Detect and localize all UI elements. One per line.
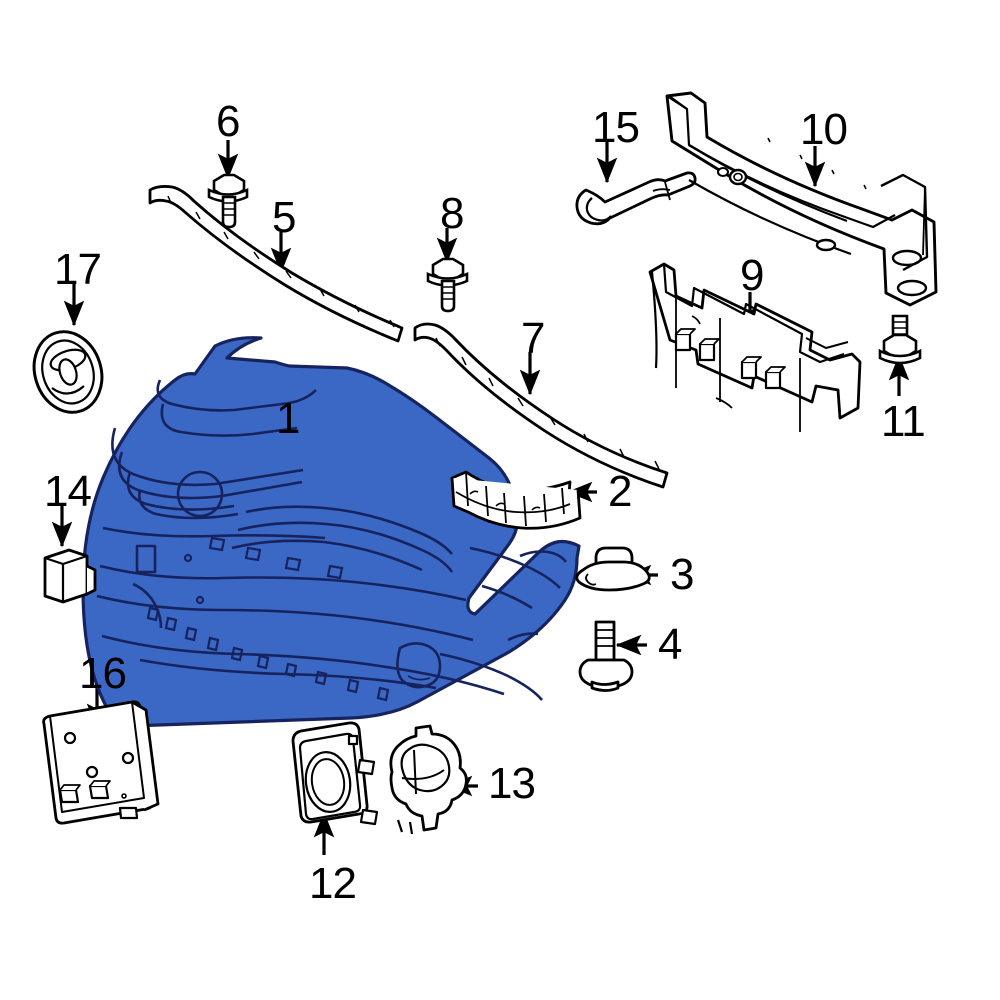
part-1-front-bumper-cover — [81, 336, 581, 728]
part-10-bumper-reinforcement — [665, 91, 938, 307]
callout-label-1: 1 — [276, 394, 301, 443]
part-13-fog-light-retainer — [389, 724, 468, 835]
callout-label-10: 10 — [800, 105, 848, 154]
part-15-tow-hook-eyelet — [575, 171, 697, 226]
callout-label-2: 2 — [608, 467, 633, 516]
callout-label-15: 15 — [592, 103, 640, 152]
callout-label-16: 16 — [79, 649, 127, 698]
part-14-tow-hook-cap — [43, 548, 97, 604]
callout-label-6: 6 — [216, 97, 241, 146]
callout-label-14: 14 — [44, 467, 92, 516]
part-8-bolt — [426, 257, 469, 313]
callout-label-9: 9 — [740, 251, 765, 300]
callout-label-8: 8 — [440, 189, 465, 238]
callout-label-17: 17 — [54, 245, 102, 294]
callout-label-4: 4 — [658, 620, 683, 669]
callout-label-12: 12 — [309, 859, 357, 908]
callout-label-7: 7 — [521, 314, 546, 363]
part-6-bolt — [207, 173, 249, 229]
part-4-bumper-bolt — [578, 620, 634, 692]
callout-label-3: 3 — [670, 550, 695, 599]
part-5-upper-moulding-left — [148, 185, 404, 343]
callout-label-13: 13 — [488, 759, 536, 808]
callout-label-5: 5 — [272, 193, 297, 242]
callout-label-11: 11 — [881, 397, 926, 446]
part-11-bolt — [878, 314, 922, 365]
part-17-grille-emblem — [32, 330, 104, 414]
part-12-fog-light-cover — [291, 721, 379, 826]
part-9-bumper-absorber — [648, 262, 862, 432]
part-2-bumper-side-retainer — [450, 470, 582, 530]
part-16-license-plate-bracket — [42, 700, 160, 825]
part-7-upper-moulding-right — [413, 322, 669, 489]
part-3-bumper-grommet — [575, 546, 651, 592]
